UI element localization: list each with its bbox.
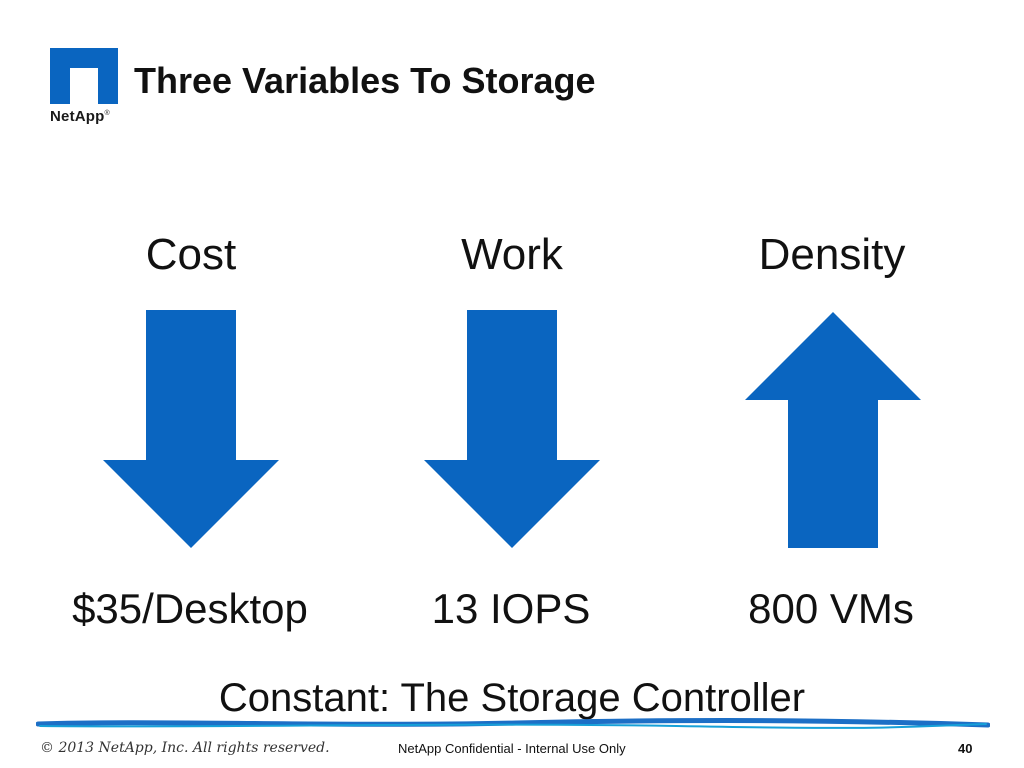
arrow-up-icon [745,312,921,548]
logo-wordmark: NetApp® [50,108,110,125]
confidential-notice: NetApp Confidential - Internal Use Only [398,741,626,756]
work-value: 13 IOPS [431,585,591,632]
constant-statement: Constant: The Storage Controller [218,676,806,720]
copyright-text: © 2013 NetApp, Inc. All rights reserved. [40,740,330,756]
page-number: 40 [958,741,973,756]
cost-label: Cost [145,230,237,279]
arrow-down-icon [424,310,600,548]
density-value: 800 VMs [748,585,914,632]
slide-title: Three Variables To Storage [134,60,596,101]
density-label: Density [758,230,906,279]
work-label: Work [461,230,563,279]
cost-value: $35/Desktop [72,585,308,632]
arrow-down-icon [103,310,279,548]
netapp-logo: NetApp® [50,48,122,132]
footer-divider [36,718,990,729]
netapp-logo-icon [50,48,118,104]
